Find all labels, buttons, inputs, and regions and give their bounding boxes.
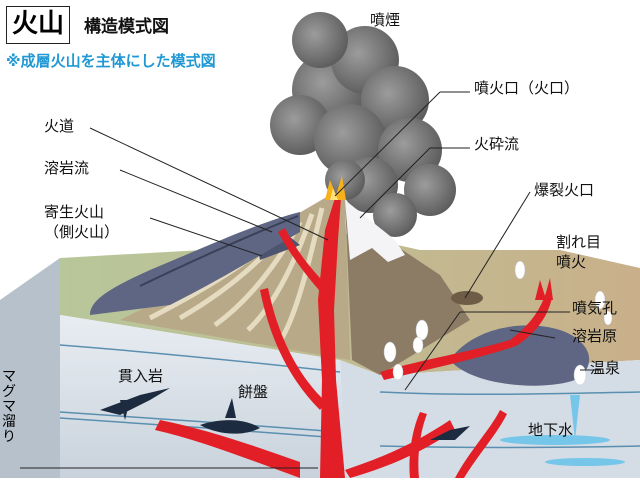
explosion-crater-shape [451,291,483,305]
steam-vents [383,260,613,386]
note-text: ※成層火山を主体にした模式図 [6,52,216,70]
label-crater: 噴火口（火口） [474,79,580,97]
snow-cap [345,200,405,262]
label-hot-spring: 温泉 [590,359,621,377]
label-laccolith: 餅盤 [238,383,269,401]
label-groundwater: 地下水 [528,421,574,439]
ground-left-face [0,258,60,478]
groundwater [500,395,625,466]
label-parasitic-volcano-alt: （側火山） [44,223,120,241]
smoke-plume [270,12,456,237]
title-box: 火山 [6,6,70,44]
ground-front-face [60,315,345,478]
label-conduit: 火道 [44,117,75,135]
label-parasitic-volcano: 寄生火山 [44,203,105,221]
label-lava-plateau: 溶岩原 [572,327,618,345]
crater-fire [325,176,346,200]
lava-plateau-shape [450,325,590,386]
label-magma-chamber: マグマ溜り [2,369,16,445]
label-fissure-eruption-2: 噴火 [556,253,587,271]
label-pyroclastic: 火砕流 [474,135,520,153]
label-explosion-crater: 爆裂火口 [534,181,595,199]
label-fissure-eruption: 割れ目 [556,233,602,251]
label-dike: 貫入岩 [118,367,164,385]
subtitle: 構造模式図 [84,17,169,37]
leader-lines [20,91,600,469]
intrusions [100,388,470,440]
label-smoke: 噴煙 [370,11,401,29]
label-lava-flow: 溶岩流 [44,159,90,177]
fissure-fire [535,278,553,300]
label-fumarole: 噴気孔 [572,299,618,317]
